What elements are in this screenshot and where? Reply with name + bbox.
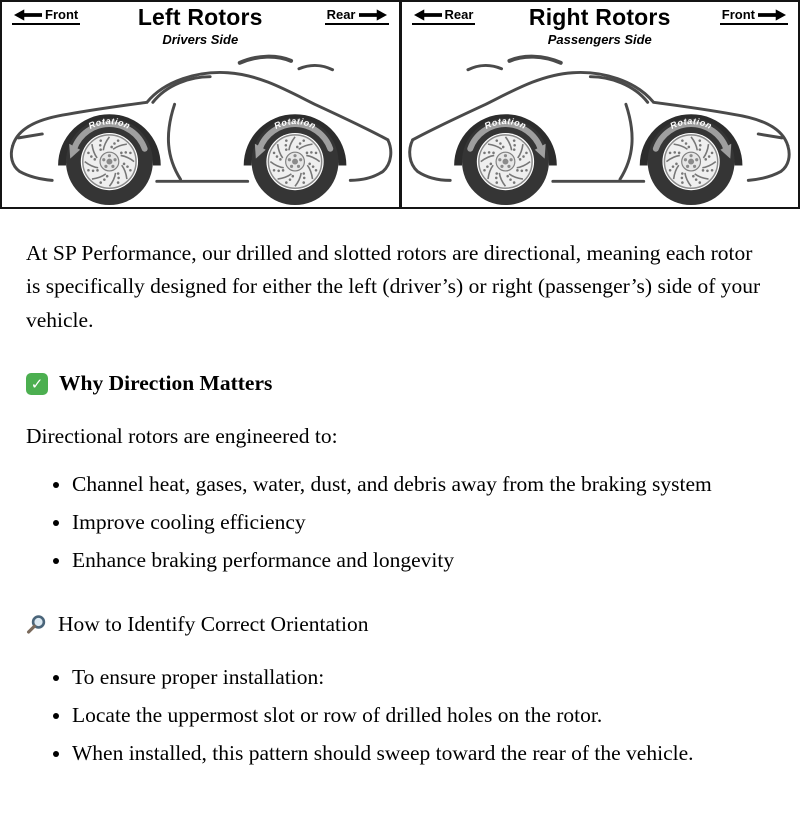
front-direction-label: Front	[720, 7, 788, 25]
left-arrow-icon	[14, 9, 42, 21]
rear-direction-label: Rear	[412, 7, 476, 25]
article-body: At SP Performance, our drilled and slott…	[0, 209, 800, 815]
section-heading-orientation: How to Identify Correct Orientation	[26, 608, 772, 641]
right-arrow-icon	[758, 9, 786, 21]
lead-paragraph: Directional rotors are engineered to:	[26, 420, 772, 453]
rear-direction-label: Rear	[325, 7, 389, 25]
list-item: Channel heat, gases, water, dust, and de…	[72, 468, 772, 501]
direction-text: Front	[722, 7, 755, 22]
car-diagram-left: Rotation Rotation	[2, 51, 399, 207]
direction-text: Rear	[327, 7, 356, 22]
panel-subtitle: Drivers Side	[2, 32, 399, 47]
left-arrow-icon	[414, 9, 442, 21]
panel-subtitle: Passengers Side	[402, 32, 799, 47]
wheel-rotor: Rotation	[58, 114, 161, 205]
list-item: Locate the uppermost slot or row of dril…	[72, 699, 772, 732]
car-diagram-right: Rotation Rotation	[402, 51, 799, 207]
list-item: Improve cooling efficiency	[72, 506, 772, 539]
benefits-list: Channel heat, gases, water, dust, and de…	[26, 468, 772, 578]
wheel-rotor: Rotation	[454, 114, 557, 205]
list-item: Enhance braking performance and longevit…	[72, 544, 772, 577]
list-item: When installed, this pattern should swee…	[72, 737, 772, 770]
orientation-list: To ensure proper installation: Locate th…	[26, 661, 772, 771]
heading-text: Why Direction Matters	[59, 367, 272, 400]
left-rotors-panel: Front Left Rotors Drivers Side Rear Rota…	[0, 0, 401, 209]
left-panel-header: Front Left Rotors Drivers Side Rear	[2, 2, 399, 50]
section-heading-direction-matters: ✓ Why Direction Matters	[26, 367, 772, 400]
direction-text: Front	[45, 7, 78, 22]
magnifier-icon	[26, 614, 47, 635]
check-icon: ✓	[26, 373, 48, 395]
wheel-rotor: Rotation	[244, 114, 347, 205]
wheel-rotor: Rotation	[639, 114, 742, 205]
right-rotors-panel: Rear Right Rotors Passengers Side Front …	[400, 0, 800, 209]
right-arrow-icon	[359, 9, 387, 21]
intro-paragraph: At SP Performance, our drilled and slott…	[26, 237, 772, 337]
heading-text: How to Identify Correct Orientation	[58, 608, 368, 641]
rotor-direction-diagram: Front Left Rotors Drivers Side Rear Rota…	[0, 0, 800, 209]
front-direction-label: Front	[12, 7, 80, 25]
direction-text: Rear	[445, 7, 474, 22]
right-panel-header: Rear Right Rotors Passengers Side Front	[402, 2, 799, 50]
list-item: To ensure proper installation:	[72, 661, 772, 694]
